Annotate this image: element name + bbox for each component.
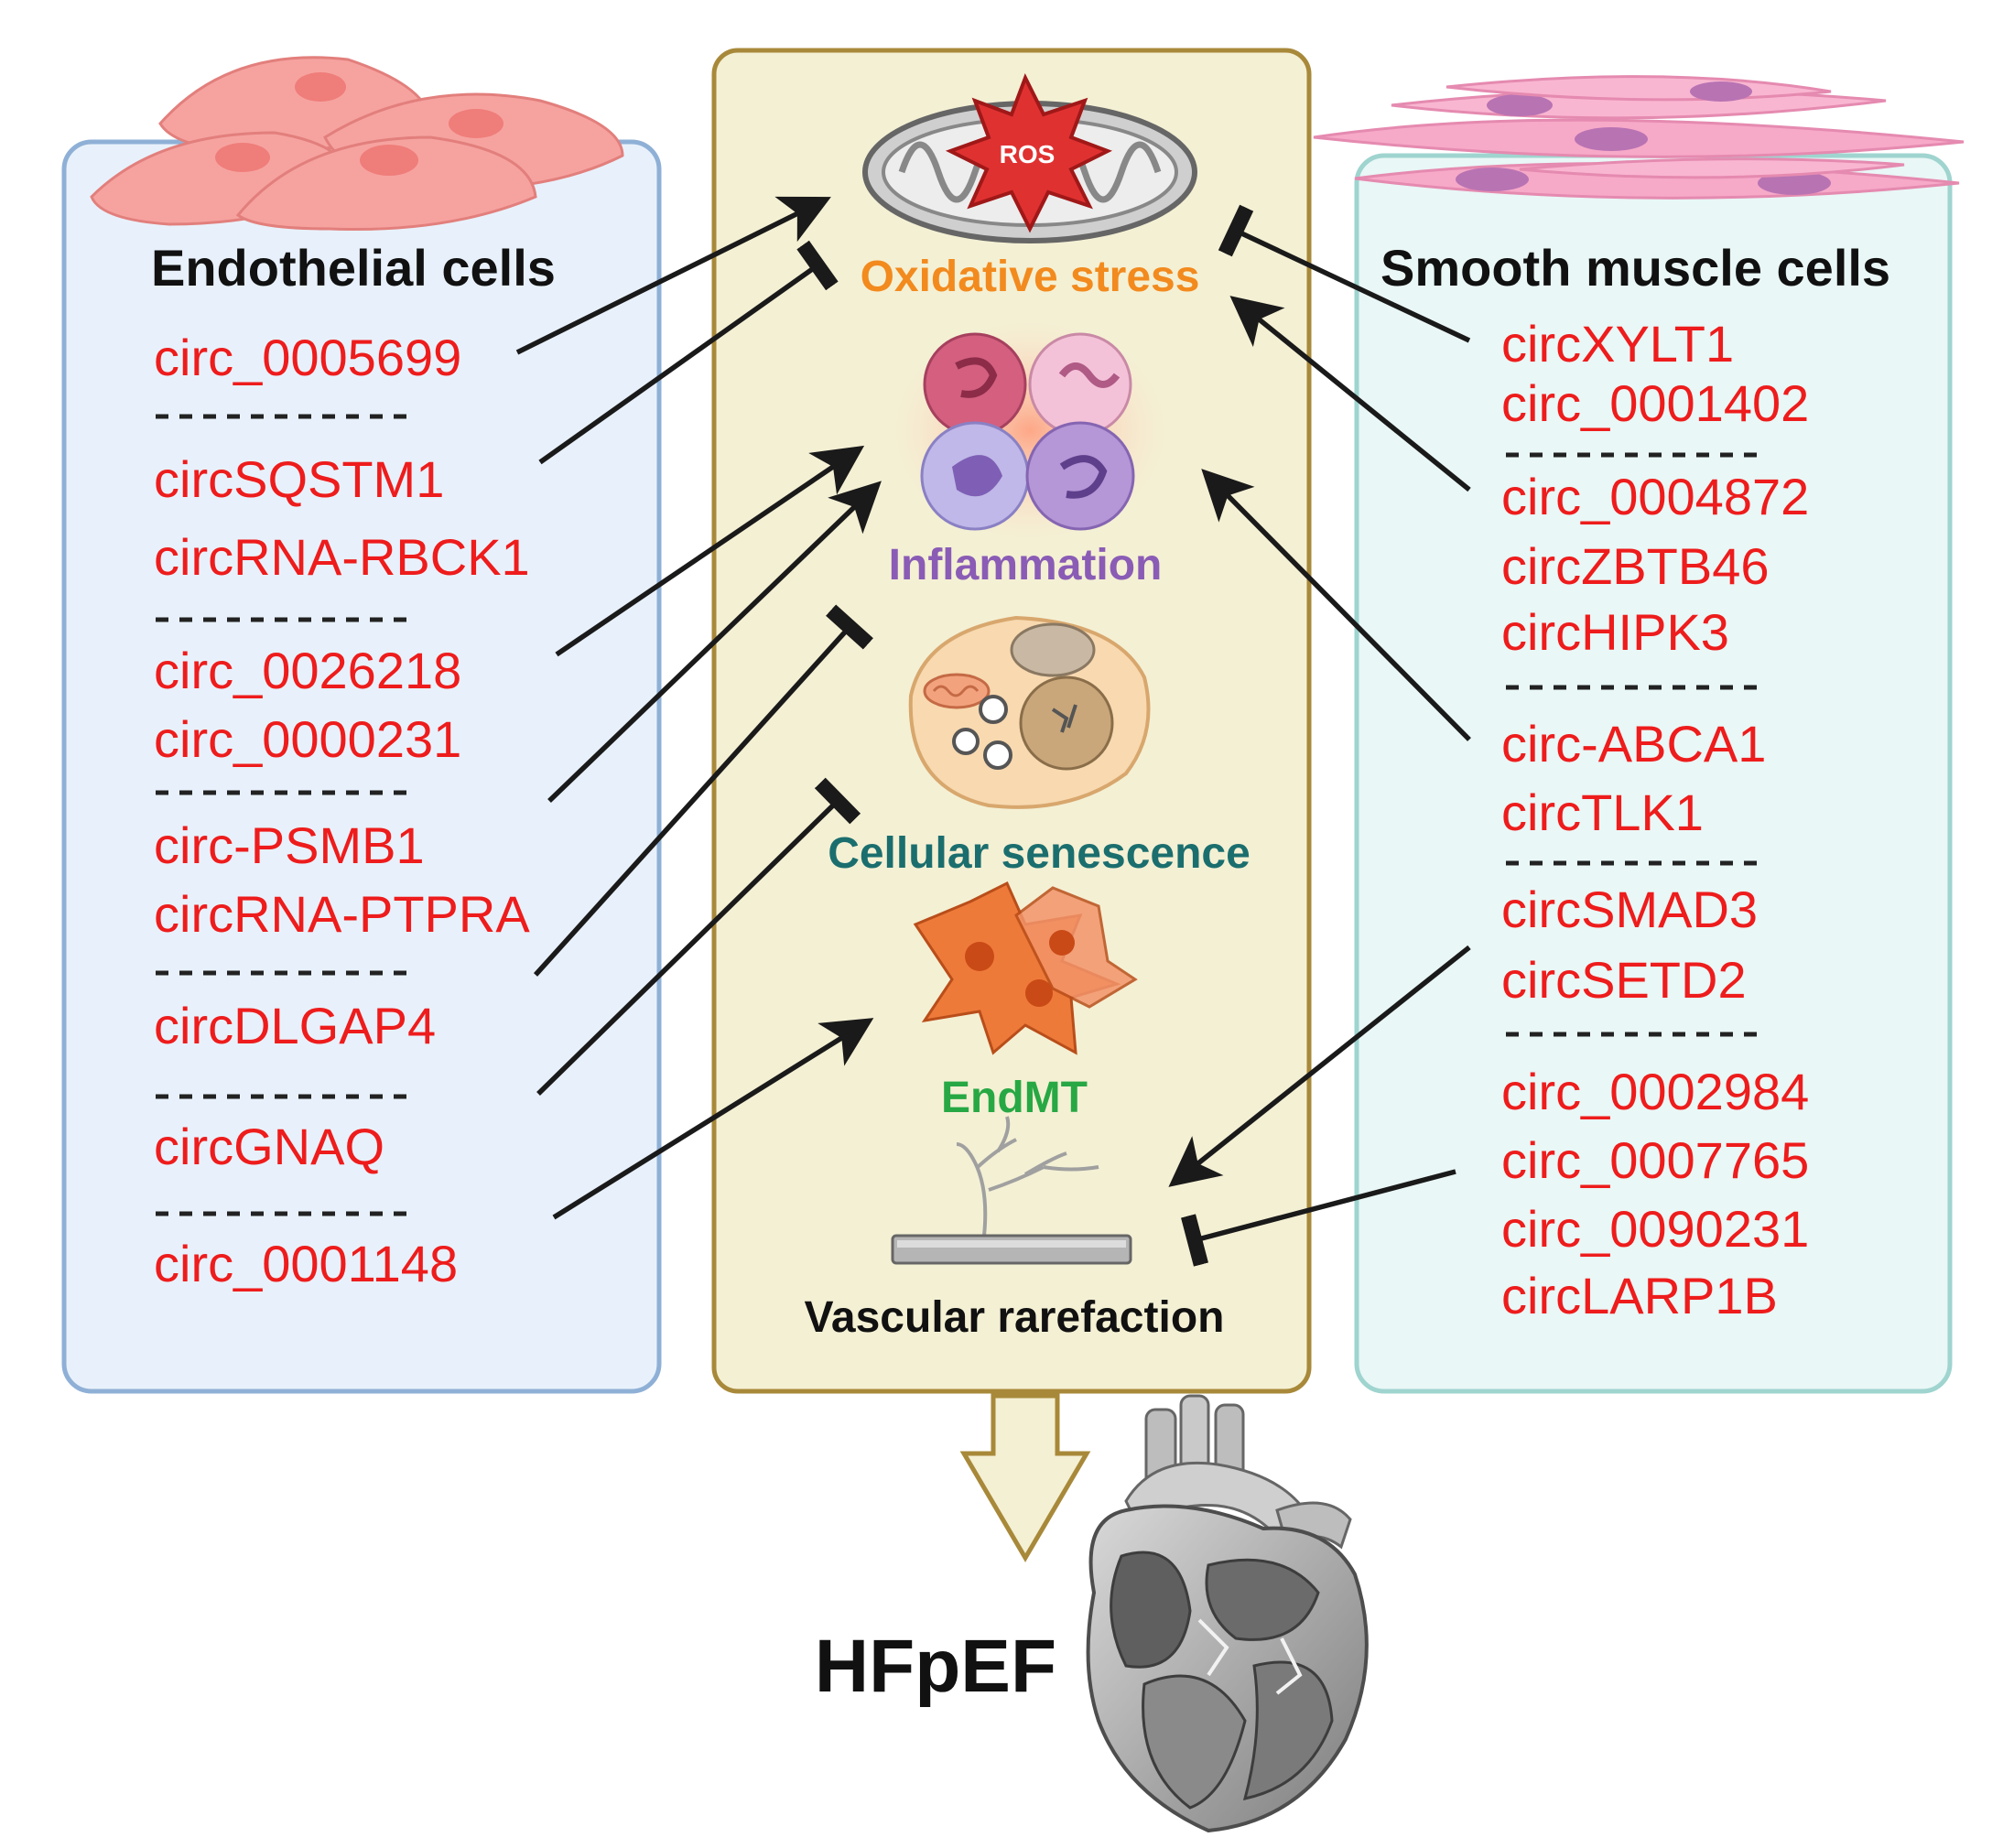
circrna-label: circRNA-RBCK1 (154, 528, 530, 586)
circrna-label: circSMAD3 (1501, 881, 1758, 938)
circrna-label: circSQSTM1 (154, 450, 444, 508)
outcome-label: HFpEF (815, 1625, 1056, 1708)
promotes-arrow (555, 445, 865, 657)
circrna-label: circ_0090231 (1501, 1200, 1809, 1258)
endothelial-cells-icon (90, 56, 624, 232)
promotes-arrow (1201, 469, 1471, 741)
promotes-arrow (1229, 296, 1471, 492)
promotes-arrow (552, 1018, 874, 1220)
circrna-label: circ_0026218 (154, 642, 461, 699)
process-vascular-rarefaction: Vascular rarefaction (805, 1293, 1225, 1342)
circrna-label: circ-PSMB1 (154, 816, 425, 874)
endothelial-title: Endothelial cells (151, 239, 556, 297)
endothelial-circrna-list: circ_0005699 circSQSTM1 circRNA-RBCK1 ci… (154, 329, 530, 1292)
inhibits-arrow (536, 777, 861, 1096)
rarefied-vessel-icon (891, 1116, 1132, 1265)
senescent-cell-icon (908, 615, 1151, 809)
circrna-label: circLARP1B (1501, 1267, 1778, 1324)
circrna-label: circHIPK3 (1501, 603, 1729, 661)
inhibits-arrow (538, 240, 839, 465)
circrna-label: circ_0005699 (154, 329, 461, 386)
circrna-label: circZBTB46 (1501, 537, 1770, 595)
immune-cells-icon (893, 320, 1167, 540)
inhibits-arrow (1218, 204, 1471, 343)
inhibits-arrow (533, 604, 873, 977)
circrna-label: circ_0004872 (1501, 468, 1809, 525)
circrna-label: circ_0000231 (154, 710, 461, 768)
circrna-label: circ_0002984 (1501, 1063, 1809, 1120)
ros-badge: ROS (1000, 140, 1056, 168)
inhibits-arrow (1181, 1169, 1456, 1267)
promotes-arrow (515, 196, 831, 355)
circrna-label: circRNA-PTPRA (154, 885, 530, 943)
circrna-label: circ_0001402 (1501, 374, 1809, 432)
circrna-label: circDLGAP4 (154, 997, 436, 1054)
circrna-label: circ_0001148 (154, 1235, 458, 1292)
process-cellular-senescence: Cellular senescence (828, 829, 1251, 878)
outcome-arrow (959, 1393, 1091, 1562)
circrna-label: circTLK1 (1501, 784, 1704, 841)
promotes-arrow (1168, 945, 1471, 1187)
process-endmt: EndMT (941, 1074, 1088, 1122)
regulation-arrows (515, 196, 1471, 1267)
mesenchymal-cells-icon (913, 881, 1138, 1055)
process-oxidative-stress: Oxidative stress (861, 253, 1200, 301)
smooth-muscle-title: Smooth muscle cells (1380, 239, 1890, 297)
promotes-arrow (547, 481, 882, 803)
heart-icon (1086, 1394, 1369, 1833)
circrna-label: circGNAQ (154, 1118, 384, 1175)
circrna-label: circ_0007765 (1501, 1131, 1809, 1189)
circrna-label: circXYLT1 (1501, 315, 1734, 373)
circrna-label: circSETD2 (1501, 951, 1747, 1009)
smooth-muscle-circrna-list: circXYLT1 circ_0001402 circ_0004872 circ… (1501, 315, 1809, 1324)
smooth-muscle-cells-icon (1313, 75, 1965, 200)
mitochondrion-ros-icon: ROS (862, 73, 1197, 243)
process-inflammation: Inflammation (889, 541, 1163, 589)
circrna-label: circ-ABCA1 (1501, 715, 1766, 773)
